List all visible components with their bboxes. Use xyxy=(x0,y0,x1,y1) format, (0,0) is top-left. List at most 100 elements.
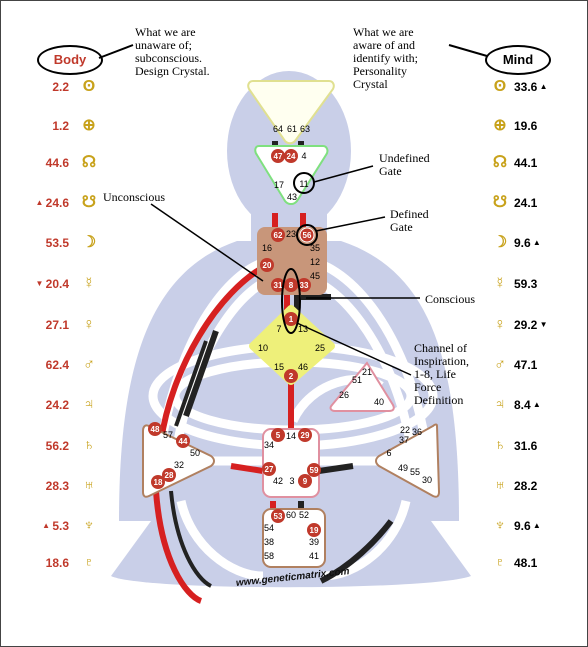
design-value: 62.4 xyxy=(1,355,69,375)
personality-value: 19.6 xyxy=(514,116,574,136)
saturn-icon: ♄ xyxy=(494,437,506,454)
planet-row: 56.2♄♄31.6 xyxy=(1,436,587,456)
gate-label: 20 xyxy=(263,261,272,270)
personality-value: 8.4 ▲ xyxy=(514,395,574,415)
uranus-icon: ♅ xyxy=(83,477,95,494)
gate-label: 56 xyxy=(303,231,312,240)
design-value: ▼ 20.4 xyxy=(1,274,70,294)
defined-channels xyxy=(153,141,394,604)
unconscious-annotation: Unconscious xyxy=(103,190,165,204)
gate-label: 45 xyxy=(310,271,320,281)
gate-label: 38 xyxy=(264,537,274,547)
personality-value: 29.2 ▼ xyxy=(514,315,574,335)
gate-label: 50 xyxy=(190,448,200,458)
gate-label: 34 xyxy=(264,440,274,450)
jupiter-icon: ♃ xyxy=(83,396,95,413)
personality-value-text: 44.1 xyxy=(514,156,538,170)
pluto-icon: ♇ xyxy=(83,554,95,571)
gate-label: 39 xyxy=(309,537,319,547)
gate-label: 31 xyxy=(274,281,283,290)
design-value-text: 28.3 xyxy=(45,479,69,493)
gate-label: 46 xyxy=(298,362,308,372)
gate-label: 64 xyxy=(273,124,283,134)
planet-row: 1.2⊕⊕19.6 xyxy=(1,116,587,136)
unaware-description: What we are unaware of; subconscious. De… xyxy=(135,25,210,78)
planet-row: 2.2 ʘ ʘ 33.6 ▲ xyxy=(1,77,587,97)
design-value-text: 24.2 xyxy=(45,398,69,412)
root-center xyxy=(262,508,326,568)
conscious-annotation: Conscious xyxy=(425,292,476,306)
planet-row: 44.6☊☊44.1 xyxy=(1,153,587,173)
solar-plexus-center xyxy=(375,423,441,498)
gate-label: 62 xyxy=(274,231,283,240)
personality-value-text: 33.6 xyxy=(514,80,538,94)
gate-label: 49 xyxy=(398,463,408,473)
gate-label: 59 xyxy=(310,466,319,475)
personality-value-text: 9.6 xyxy=(514,236,531,250)
gate-label: 30 xyxy=(422,475,432,485)
gate-label: 47 xyxy=(274,152,283,161)
design-value-text: 1.2 xyxy=(52,119,69,133)
personality-value-text: 24.1 xyxy=(514,196,538,210)
design-value: 18.6 xyxy=(1,553,69,573)
gate-label: 5 xyxy=(276,431,281,440)
jupiter-icon: ♃ xyxy=(494,396,506,413)
sun-icon: ʘ xyxy=(82,78,96,95)
gate-label: 40 xyxy=(374,397,384,407)
defined-gate-annotation: Defined Gate xyxy=(390,207,429,234)
undefined-gate-marker: 11 xyxy=(293,172,315,194)
design-value-text: 18.6 xyxy=(45,556,69,570)
venus-icon: ♀ xyxy=(494,316,506,333)
personality-value-text: 19.6 xyxy=(514,119,538,133)
gate-label: 13 xyxy=(298,324,308,334)
gate-label: 4 xyxy=(301,151,306,161)
design-value-text: 53.5 xyxy=(45,236,69,250)
personality-marker: ▼ xyxy=(537,320,548,329)
mars-icon: ♂ xyxy=(494,356,506,373)
gate-label: 2 xyxy=(289,372,294,381)
gate-label: 26 xyxy=(339,390,349,400)
gate-label: 15 xyxy=(274,362,284,372)
gate-label: 63 xyxy=(300,124,310,134)
design-value-text: 62.4 xyxy=(45,358,69,372)
gate-label: 61 xyxy=(287,124,297,134)
planet-row: 27.1♀♀29.2 ▼ xyxy=(1,315,587,335)
planet-row: ▼ 20.4☿☿59.3 xyxy=(1,274,587,294)
personality-value-text: 48.1 xyxy=(514,556,538,570)
gate-label: 23 xyxy=(286,229,296,239)
design-marker: ▼ xyxy=(35,279,46,288)
personality-value-text: 59.3 xyxy=(514,277,538,291)
gate-label: 14 xyxy=(286,431,296,441)
neptune-icon: ♆ xyxy=(494,517,506,534)
gate-label: 36 xyxy=(412,427,422,437)
design-marker: ▲ xyxy=(35,198,46,207)
personality-value: 33.6 ▲ xyxy=(514,77,574,97)
planet-row: 62.4♂♂47.1 xyxy=(1,355,587,375)
gate-label: 55 xyxy=(410,467,420,477)
mind-pointer-line xyxy=(448,44,488,57)
planet-row: 18.6♇♇48.1 xyxy=(1,553,587,573)
sun-icon: ʘ xyxy=(493,78,507,95)
gate-labels: 64 61 63 4 17 43 23 16 35 12 45 7 13 10 … xyxy=(163,124,432,561)
gate-label: 22 xyxy=(400,425,410,435)
gate-label: 54 xyxy=(264,523,274,533)
design-marker: ▲ xyxy=(42,521,53,530)
gate-label: 32 xyxy=(174,460,184,470)
moon-icon: ☽ xyxy=(492,234,508,251)
personality-value: 59.3 xyxy=(514,274,574,294)
channel-annotation: Channel of Inspiration, 1-8, Life Force … xyxy=(414,341,469,407)
personality-value-text: 8.4 xyxy=(514,398,531,412)
earth-icon: ⊕ xyxy=(82,117,96,134)
gate-label: 52 xyxy=(299,510,309,520)
design-value-text: 2.2 xyxy=(52,80,69,94)
south-node-icon: ☋ xyxy=(81,194,97,211)
gate-label: 3 xyxy=(289,476,294,486)
planet-row: 53.5☽☽9.6 ▲ xyxy=(1,233,587,253)
gate-label: 24 xyxy=(287,152,296,161)
personality-marker: ▲ xyxy=(530,238,541,247)
mercury-icon: ☿ xyxy=(494,275,506,292)
head-center xyxy=(247,80,335,145)
personality-marker: ▲ xyxy=(530,400,541,409)
design-value: 27.1 xyxy=(1,315,69,335)
